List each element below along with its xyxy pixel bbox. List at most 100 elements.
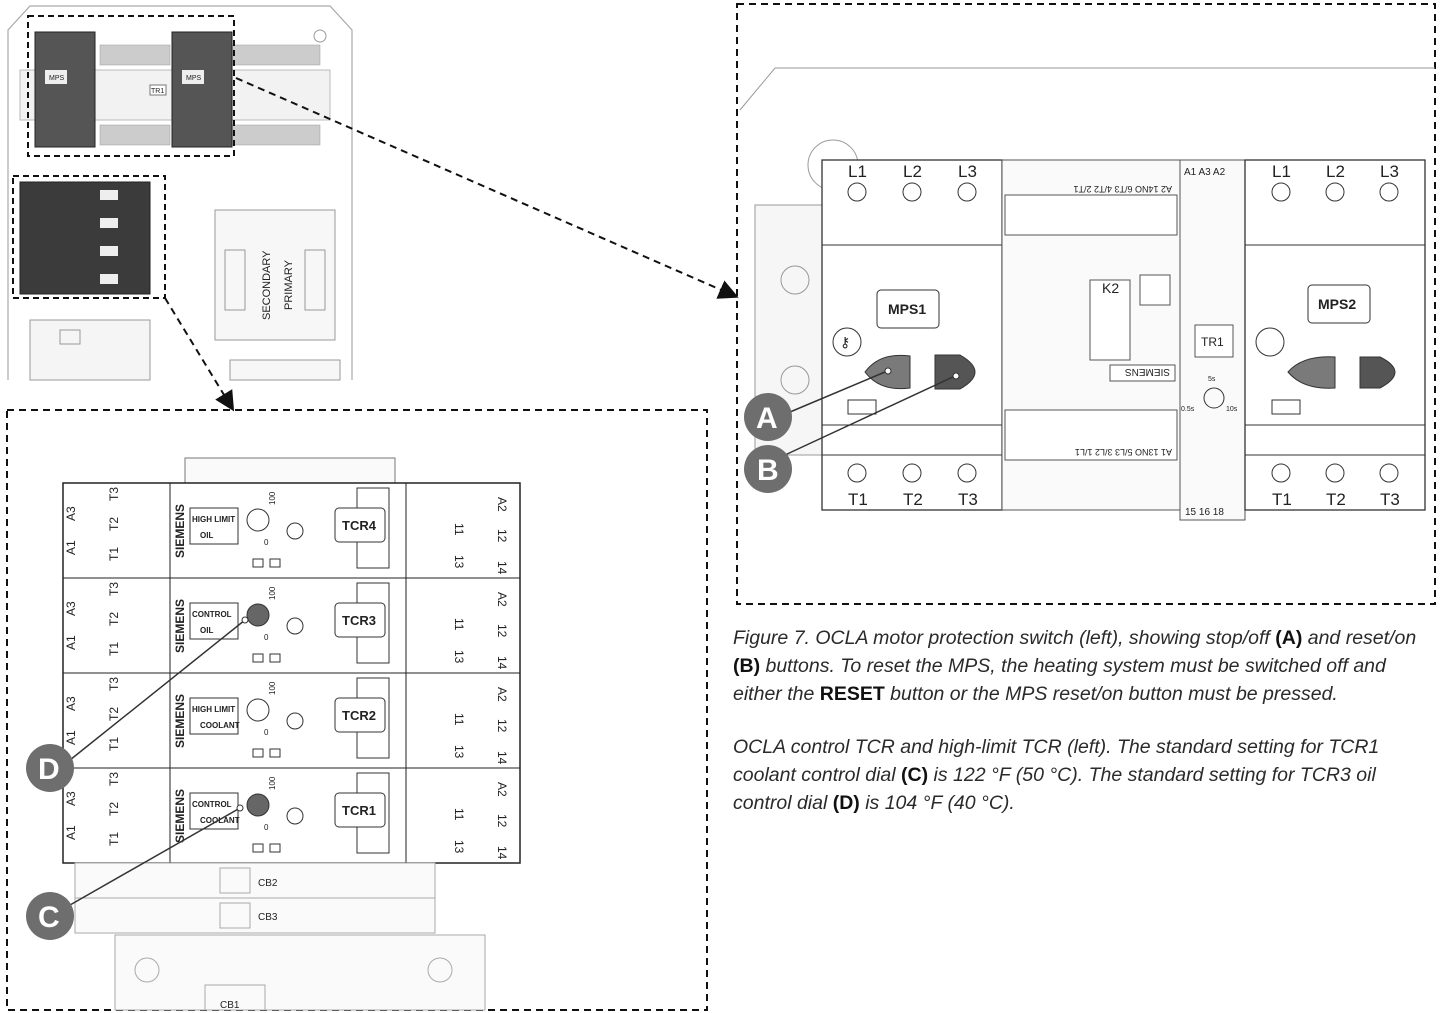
svg-text:⚷: ⚷ — [840, 334, 850, 350]
mps-detail-panel: MPS1 ⚷ A2 14NO 6/T3 4/T2 2/T1 A1 13NO 5/… — [736, 3, 1436, 605]
tcr-adjust-icon — [286, 712, 304, 730]
tcr-right-terminal: 14 — [495, 846, 509, 860]
caption-text: and reset/on — [1302, 627, 1417, 649]
tcr-name-box — [334, 507, 386, 543]
tcr-dial[interactable] — [246, 793, 270, 817]
timer-top-terms: A1 A3 A2 — [1184, 167, 1226, 178]
caption-text: button or the MPS reset/on button must b… — [884, 683, 1338, 705]
tcr-right-terminal: 13 — [452, 650, 466, 664]
tcr-left-terminal: A1 — [64, 730, 78, 745]
transformer-secondary: SECONDARY — [261, 250, 273, 320]
tcr-left-terminal: T2 — [107, 517, 121, 531]
tcr-setting-line2: OIL — [200, 531, 213, 540]
tcr-left-terminal: T1 — [107, 832, 121, 846]
tcr-right-terminal: 12 — [495, 814, 509, 828]
contactor-bottom-row: A1 13NO 5/L3 3/L2 1/L1 — [1075, 447, 1172, 457]
caption-text: is 122 °F (50 °C). The standard setting … — [733, 764, 1376, 814]
tcr-dial[interactable] — [246, 698, 270, 722]
mps1-terminal-top-2: L3 — [958, 162, 977, 181]
tcr-right-terminal: A2 — [495, 592, 509, 607]
callout-b-circle — [744, 445, 792, 493]
callout-a-circle — [744, 393, 792, 441]
overview-panel: MPS MPS TR1 SECONDARY PRIMARY — [7, 5, 353, 381]
dial-min: 0 — [264, 728, 269, 737]
tcr-right-terminal: 13 — [452, 745, 466, 759]
timer-label: TR1 — [1201, 335, 1224, 349]
caption-paragraph-1: Figure 7. OCLA motor protection switch (… — [733, 624, 1423, 708]
contactor-top-row: A2 14NO 6/T3 4/T2 2/T1 — [1073, 184, 1172, 194]
mps2-terminal-bottom-0: T1 — [1272, 490, 1292, 509]
tcr-left-terminal: T1 — [107, 737, 121, 751]
overview-transformer — [214, 209, 341, 381]
tcr-setting-label-box — [189, 697, 239, 735]
mps1-terminal-bottom-2: T3 — [958, 490, 978, 509]
tcr-left-terminal: A3 — [64, 506, 78, 521]
timer-top-value: 5s — [1208, 376, 1216, 383]
caption-reset: RESET — [819, 683, 885, 705]
tcr-left-terminal: A1 — [64, 635, 78, 650]
tcr-right-terminal: 11 — [452, 808, 466, 821]
tcr-left-terminal: T2 — [107, 707, 121, 721]
callout-b: B — [757, 454, 779, 487]
tcr-brand: SIEMENS — [173, 599, 187, 653]
overview-tr1-label: TR1 — [151, 88, 164, 95]
tcr-setting-label-box — [189, 507, 239, 545]
tcr-left-terminal: A3 — [64, 791, 78, 806]
breaker-cb1: CB1 — [220, 1000, 240, 1011]
overview-mps2-label: MPS — [186, 75, 202, 82]
mps2-terminal-bottom-1: T2 — [1326, 490, 1346, 509]
caption-ref-d: (D) — [832, 792, 860, 814]
arrow-to-tcr-detail — [164, 297, 235, 412]
tcr-setting-line1: CONTROL — [192, 800, 232, 809]
overview-tcr-highlight — [12, 175, 166, 299]
mps2-terminal-top-0: L1 — [1272, 162, 1291, 181]
timer-dial — [1203, 387, 1225, 409]
terminal-screw-icon — [1379, 182, 1399, 202]
caption-ref-b: (B) — [733, 655, 761, 677]
terminal-screw-icon — [847, 182, 867, 202]
tcr-right-terminal: A2 — [495, 497, 509, 512]
tcr-name-box — [334, 602, 386, 638]
tcr-right-terminal: 12 — [495, 624, 509, 638]
tcr-right-terminal: 14 — [495, 656, 509, 670]
terminal-screw-icon — [1379, 463, 1399, 483]
relay-k2-label: K2 — [1102, 280, 1119, 296]
tcr-name: TCR3 — [342, 613, 376, 628]
tcr-left-terminal: T2 — [107, 612, 121, 626]
tcr-dial[interactable] — [246, 603, 270, 627]
breaker-cb2: CB2 — [258, 878, 278, 889]
mps2-label: MPS2 — [1318, 296, 1356, 312]
tcr-setting-line2: COOLANT — [200, 721, 240, 730]
dial-min: 0 — [264, 538, 269, 547]
mps1-terminal-bottom-0: T1 — [848, 490, 868, 509]
tcr-setting-line2: OIL — [200, 626, 213, 635]
terminal-screw-icon — [957, 182, 977, 202]
tcr-dial[interactable] — [246, 508, 270, 532]
tcr-right-terminal: 13 — [452, 555, 466, 569]
tcr-name: TCR1 — [342, 803, 376, 818]
tcr-brand: SIEMENS — [173, 504, 187, 558]
timer-right-value: 10s — [1226, 406, 1238, 413]
tcr-name-box — [334, 697, 386, 733]
mps2-terminal-bottom-2: T3 — [1380, 490, 1400, 509]
mps1-body — [821, 159, 1003, 511]
terminal-screw-icon — [902, 463, 922, 483]
callout-d: D — [38, 753, 60, 786]
tcr-brand: SIEMENS — [173, 789, 187, 843]
tcr-left-terminal: A3 — [64, 696, 78, 711]
caption-ref-a: (A) — [1275, 627, 1303, 649]
terminal-screw-icon — [1271, 182, 1291, 202]
callout-a: A — [756, 402, 778, 435]
tcr-adjust-icon — [286, 522, 304, 540]
overview-mps1-label: MPS — [49, 75, 65, 82]
mps1-terminal-top-0: L1 — [848, 162, 867, 181]
mps2-stop-button — [1287, 356, 1336, 389]
tcr-left-terminal: T3 — [107, 582, 121, 596]
tcr-adjust-icon — [286, 617, 304, 635]
mps2-body — [1244, 159, 1426, 511]
terminal-screw-icon — [847, 463, 867, 483]
tcr-adjust-icon — [286, 807, 304, 825]
dial-max: 100 — [268, 681, 277, 695]
tcr-setting-line1: HIGH LIMIT — [192, 705, 235, 714]
